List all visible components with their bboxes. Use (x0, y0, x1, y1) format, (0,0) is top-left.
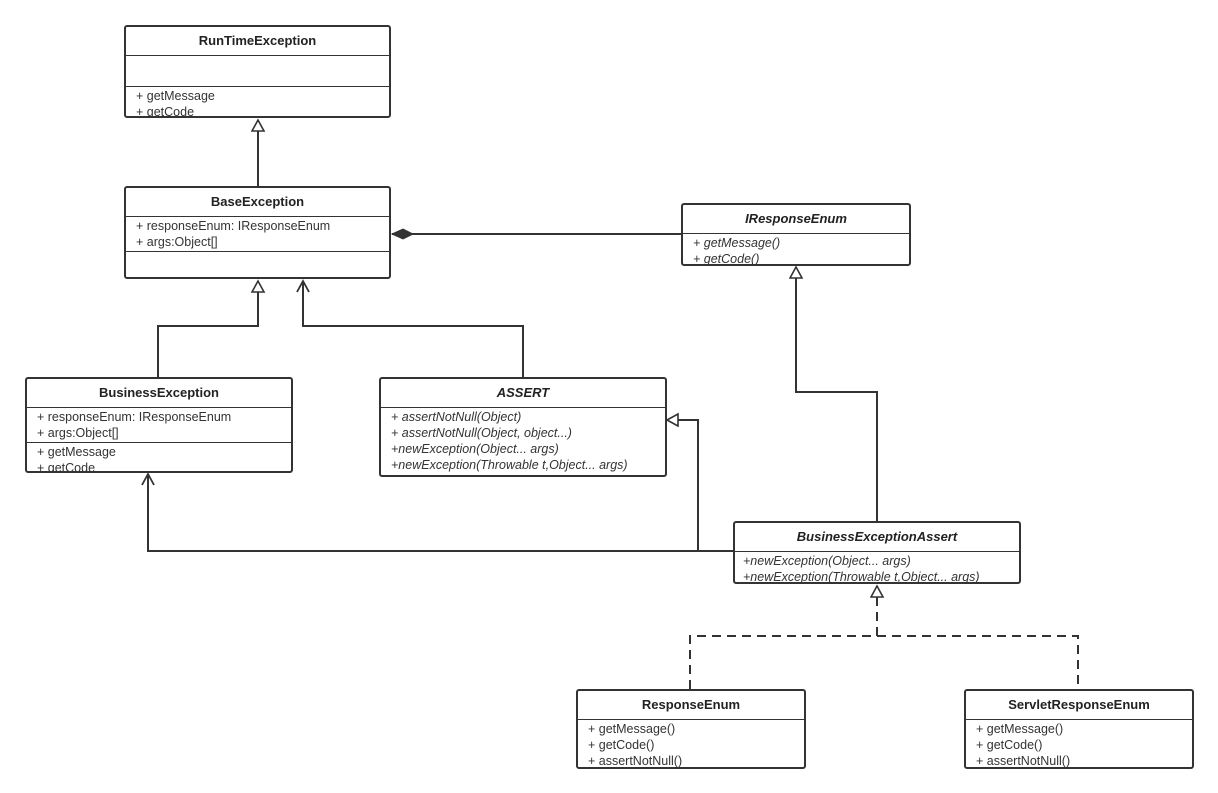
operations-section: +newException(Object... args) +newExcept… (735, 552, 1019, 584)
attribute: + args:Object[] (136, 235, 218, 249)
class-name: BaseException (126, 188, 389, 217)
operation: + getCode() (588, 738, 655, 752)
attributes-section: + responseEnum: IResponseEnum + args:Obj… (27, 408, 291, 443)
operation: + assertNotNull() (588, 754, 683, 768)
operation: + assertNotNull(Object) (391, 410, 522, 424)
bea-to-business-association (141, 472, 733, 552)
operation: + assertNotNull() (976, 754, 1071, 768)
operations-section: + getMessage() + getCode() (683, 234, 909, 266)
class-runtime-exception[interactable]: RunTimeException + getMessage + getCode (124, 25, 391, 118)
operation: + getMessage() (976, 722, 1064, 736)
attribute: + responseEnum: IResponseEnum (37, 410, 232, 424)
enum-servlet-response-enum[interactable]: ServletResponseEnum + getMessage() + get… (964, 689, 1194, 769)
enum-realization-branch (689, 635, 1079, 689)
operation: + getCode (136, 105, 195, 118)
operation: + getCode (37, 461, 96, 473)
class-name: ASSERT (381, 379, 665, 408)
class-name: IResponseEnum (683, 205, 909, 234)
operation: + assertNotNull(Object, object...) (391, 426, 572, 440)
operation: + getCode() (693, 252, 760, 266)
operations-section: + getMessage() + getCode() + assertNotNu… (578, 720, 804, 768)
operation: +newException(Throwable t,Object... args… (743, 570, 980, 584)
enum-response-enum[interactable]: ResponseEnum + getMessage() + getCode() … (576, 689, 806, 769)
business-to-base-generalization (157, 281, 258, 377)
attributes-section (126, 56, 389, 87)
operations-section: + getMessage + getCode (126, 87, 389, 118)
operations-section: + getMessage() + getCode() + assertNotNu… (966, 720, 1192, 768)
operation: +newException(Throwable t,Object... args… (391, 458, 628, 472)
operations-section (126, 252, 389, 277)
operation: + getCode() (976, 738, 1043, 752)
operation: + getMessage (37, 445, 116, 459)
operations-section: + assertNotNull(Object) + assertNotNull(… (381, 408, 665, 474)
assert-to-base-association (296, 279, 524, 377)
operations-section: + getMessage + getCode (27, 443, 291, 473)
operation: + getMessage() (588, 722, 676, 736)
operation: +newException(Object... args) (391, 442, 559, 456)
class-business-exception[interactable]: BusinessException + responseEnum: IRespo… (25, 377, 293, 473)
operation: +newException(Object... args) (743, 554, 911, 568)
attributes-section: + responseEnum: IResponseEnum + args:Obj… (126, 217, 389, 252)
class-name: ResponseEnum (578, 691, 804, 720)
interface-assert[interactable]: ASSERT + assertNotNull(Object) + assertN… (379, 377, 667, 477)
bea-to-assert-generalization (667, 420, 733, 552)
class-name: BusinessExceptionAssert (735, 523, 1019, 552)
class-name: BusinessException (27, 379, 291, 408)
interface-business-exception-assert[interactable]: BusinessExceptionAssert +newException(Ob… (733, 521, 1021, 584)
class-base-exception[interactable]: BaseException + responseEnum: IResponseE… (124, 186, 391, 279)
attribute: + responseEnum: IResponseEnum (136, 219, 331, 233)
class-name: RunTimeException (126, 27, 389, 56)
attribute: + args:Object[] (37, 426, 119, 440)
bea-to-iresponse-generalization (796, 267, 878, 521)
operation: + getMessage (136, 89, 215, 103)
operation: + getMessage() (693, 236, 781, 250)
interface-iresponse-enum[interactable]: IResponseEnum + getMessage() + getCode() (681, 203, 911, 266)
class-name: ServletResponseEnum (966, 691, 1192, 720)
